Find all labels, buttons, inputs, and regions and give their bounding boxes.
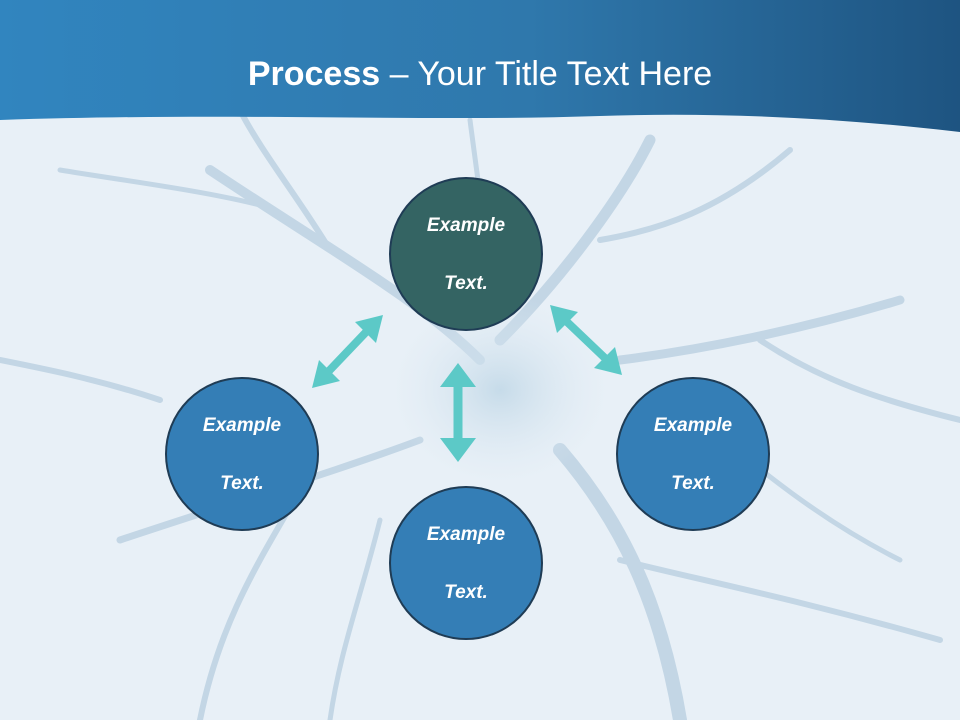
node-left-line2: Text. [220, 472, 264, 494]
node-left-line1: Example [202, 414, 282, 436]
node-top-line1: Example [426, 214, 506, 236]
title-bold: Process [247, 55, 381, 93]
node-bottom-line2: Text. [444, 581, 488, 603]
node-right-line1: Example [653, 414, 733, 436]
node-bottom-line1: Example [426, 523, 506, 545]
node-right-line2: Text. [671, 472, 715, 494]
slide-title: Process – Your Title Text Here [0, 52, 960, 96]
title-rest: – Your Title Text Here [380, 55, 713, 93]
node-top-line2: Text. [444, 272, 488, 294]
